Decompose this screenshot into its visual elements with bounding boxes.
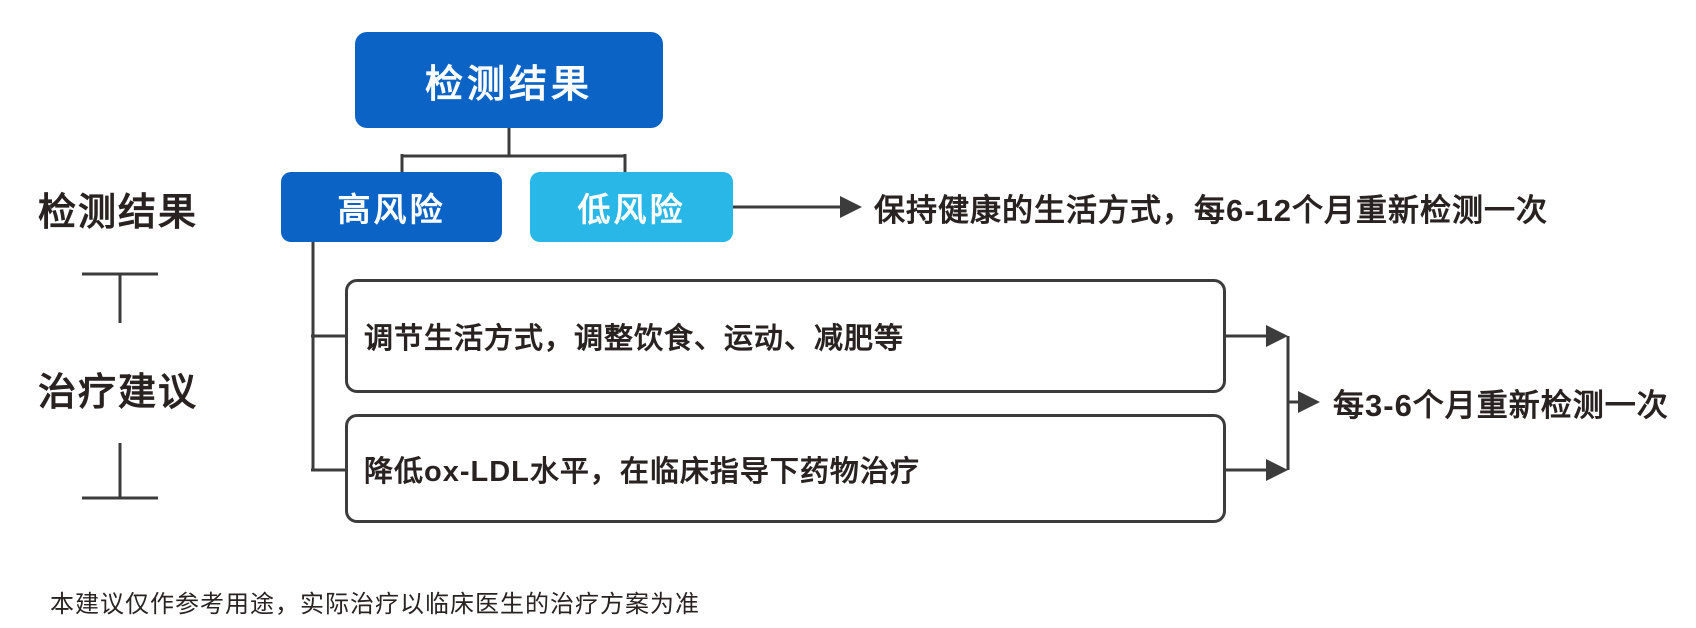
high-risk-node: 高风险: [281, 172, 502, 242]
arrow-right-icon: [840, 196, 862, 218]
treatment-outcome-text: 每3-6个月重新检测一次: [1333, 387, 1669, 423]
low-risk-arrow: [733, 196, 862, 218]
section-label-treatment: 治疗建议: [38, 371, 199, 414]
tree-branch-connector: [400, 128, 627, 173]
treatment-step-2-box: 降低ox-LDL水平，在临床指导下药物治疗: [345, 414, 1226, 523]
section-divider-bottom: [82, 443, 158, 500]
section-label-results: 检测结果: [38, 191, 199, 234]
high-risk-branch-connector: [311, 241, 347, 472]
treatment-step-1-box: 调节生活方式，调整饮食、运动、减肥等: [345, 279, 1226, 393]
arrow-right-icon: [1298, 391, 1320, 413]
arrow-right-icon: [1266, 325, 1288, 347]
root-node-test-result: 检测结果: [355, 32, 663, 128]
treatment-merge-connector: [1226, 325, 1320, 481]
low-risk-node: 低风险: [530, 172, 733, 242]
arrow-right-icon: [1266, 459, 1288, 481]
low-risk-outcome-text: 保持健康的生活方式，每6-12个月重新检测一次: [874, 192, 1549, 228]
section-divider-top: [82, 272, 158, 323]
disclaimer-footnote: 本建议仅作参考用途，实际治疗以临床医生的治疗方案为准: [50, 591, 700, 618]
